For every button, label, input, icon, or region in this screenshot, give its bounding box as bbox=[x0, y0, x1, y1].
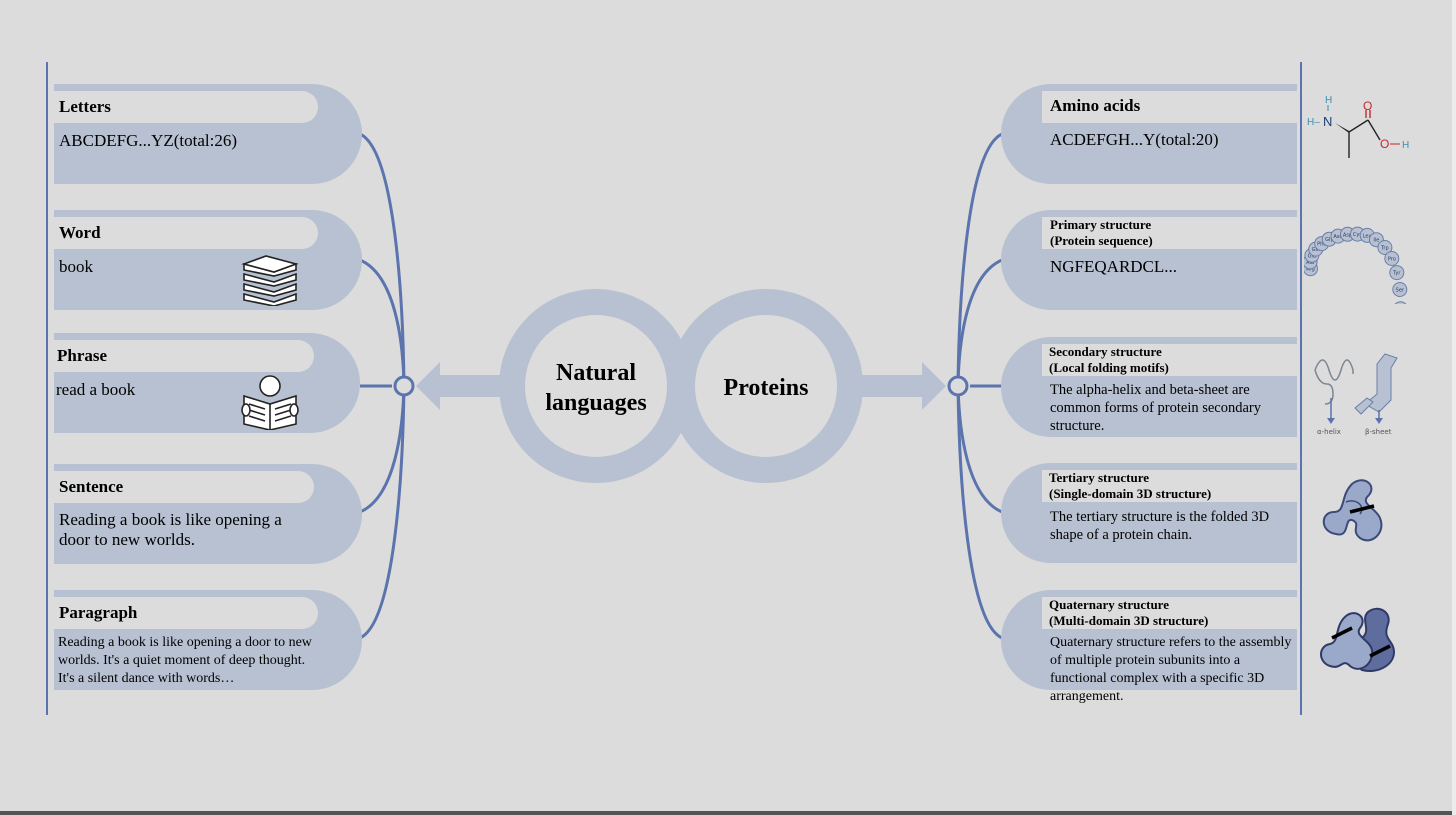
right-junction-circle bbox=[947, 375, 969, 397]
svg-text:H: H bbox=[1325, 95, 1332, 106]
svg-text:Pro: Pro bbox=[1388, 257, 1396, 263]
phrase-title: Phrase bbox=[57, 346, 108, 365]
books-stack-icon bbox=[241, 255, 299, 306]
helix-sheet-icon: α-helix β-sheet bbox=[1314, 353, 1398, 436]
person-reading-icon bbox=[241, 375, 299, 430]
svg-text:Asp: Asp bbox=[1343, 232, 1352, 238]
left-connectors bbox=[359, 132, 406, 640]
paragraph-body: Reading a book is like opening a door to… bbox=[58, 635, 312, 686]
natural-languages-label: Natural languages bbox=[545, 360, 647, 416]
left-junction-circle bbox=[393, 375, 415, 397]
quaternary-structure-title: Quaternary structure (Multi-domain 3D st… bbox=[1049, 597, 1209, 628]
svg-text:Gln: Gln bbox=[1312, 247, 1320, 253]
left-arrow bbox=[416, 362, 520, 410]
primary-structure-title: Primary structure (Protein sequence) bbox=[1050, 217, 1153, 248]
right-arrow bbox=[842, 362, 946, 410]
secondary-structure-body: The alpha-helix and beta-sheet are commo… bbox=[1050, 382, 1262, 434]
quaternary-complex-icon bbox=[1320, 607, 1396, 672]
sentence-title: Sentence bbox=[59, 477, 124, 496]
residue-bead: Tyr bbox=[1389, 265, 1405, 281]
svg-text:Cys: Cys bbox=[1353, 232, 1362, 238]
tertiary-fold-icon bbox=[1322, 479, 1383, 542]
svg-text:Ser: Ser bbox=[1396, 288, 1405, 294]
residue-bead: Val bbox=[1394, 301, 1407, 304]
svg-text:Gly: Gly bbox=[1325, 237, 1333, 243]
svg-text:Glu: Glu bbox=[1308, 253, 1316, 259]
proteins-label: Proteins bbox=[723, 375, 809, 401]
word-body: book bbox=[59, 257, 93, 276]
residue-bead: Pro bbox=[1384, 251, 1400, 266]
left-border-line bbox=[46, 62, 48, 715]
residue-bead: Trp bbox=[1377, 240, 1393, 255]
amino-acids-body: ACDEFGH...Y(total:20) bbox=[1050, 130, 1219, 149]
phrase-body: read a book bbox=[56, 380, 136, 399]
svg-text:β-sheet: β-sheet bbox=[1365, 428, 1392, 436]
amino-acids-title: Amino acids bbox=[1050, 96, 1141, 115]
svg-text:O: O bbox=[1363, 99, 1372, 113]
svg-text:Leu: Leu bbox=[1363, 233, 1372, 239]
svg-text:Tyr: Tyr bbox=[1392, 271, 1401, 277]
tertiary-structure-body: The tertiary structure is the folded 3D … bbox=[1050, 509, 1270, 543]
quaternary-structure-body: Quaternary structure refers to the assem… bbox=[1050, 635, 1292, 704]
tertiary-structure-title: Tertiary structure (Single-domain 3D str… bbox=[1049, 470, 1212, 501]
bottom-border bbox=[0, 811, 1456, 815]
right-border-line bbox=[1300, 62, 1302, 715]
sentence-body: Reading a book is like opening a door to… bbox=[59, 510, 282, 549]
svg-text:Trp: Trp bbox=[1380, 246, 1389, 252]
proteins-ring bbox=[669, 289, 863, 483]
svg-text:O: O bbox=[1380, 137, 1389, 151]
alanine-molecule-icon: H H– N O O H bbox=[1307, 95, 1409, 158]
svg-text:Arg: Arg bbox=[1306, 267, 1315, 273]
svg-text:N: N bbox=[1323, 114, 1332, 129]
secondary-structure-title: Secondary structure (Local folding motif… bbox=[1049, 344, 1169, 375]
primary-structure-body: NGFEQARDCL... bbox=[1050, 257, 1178, 276]
svg-text:Ala: Ala bbox=[1306, 260, 1314, 266]
letters-title: Letters bbox=[59, 97, 111, 116]
svg-text:Ile: Ile bbox=[1373, 238, 1379, 244]
svg-text:H–: H– bbox=[1307, 117, 1320, 128]
word-title: Word bbox=[59, 223, 101, 242]
right-connectors bbox=[956, 132, 1003, 640]
svg-text:H: H bbox=[1402, 140, 1409, 151]
paragraph-title: Paragraph bbox=[59, 603, 138, 622]
residue-bead: Ser bbox=[1392, 282, 1408, 297]
svg-text:Asn: Asn bbox=[1333, 234, 1342, 240]
svg-text:α-helix: α-helix bbox=[1317, 428, 1341, 436]
letters-body: ABCDEFG...YZ(total:26) bbox=[59, 131, 238, 150]
right-border bbox=[1452, 0, 1456, 815]
svg-text:Phe: Phe bbox=[1317, 242, 1326, 248]
